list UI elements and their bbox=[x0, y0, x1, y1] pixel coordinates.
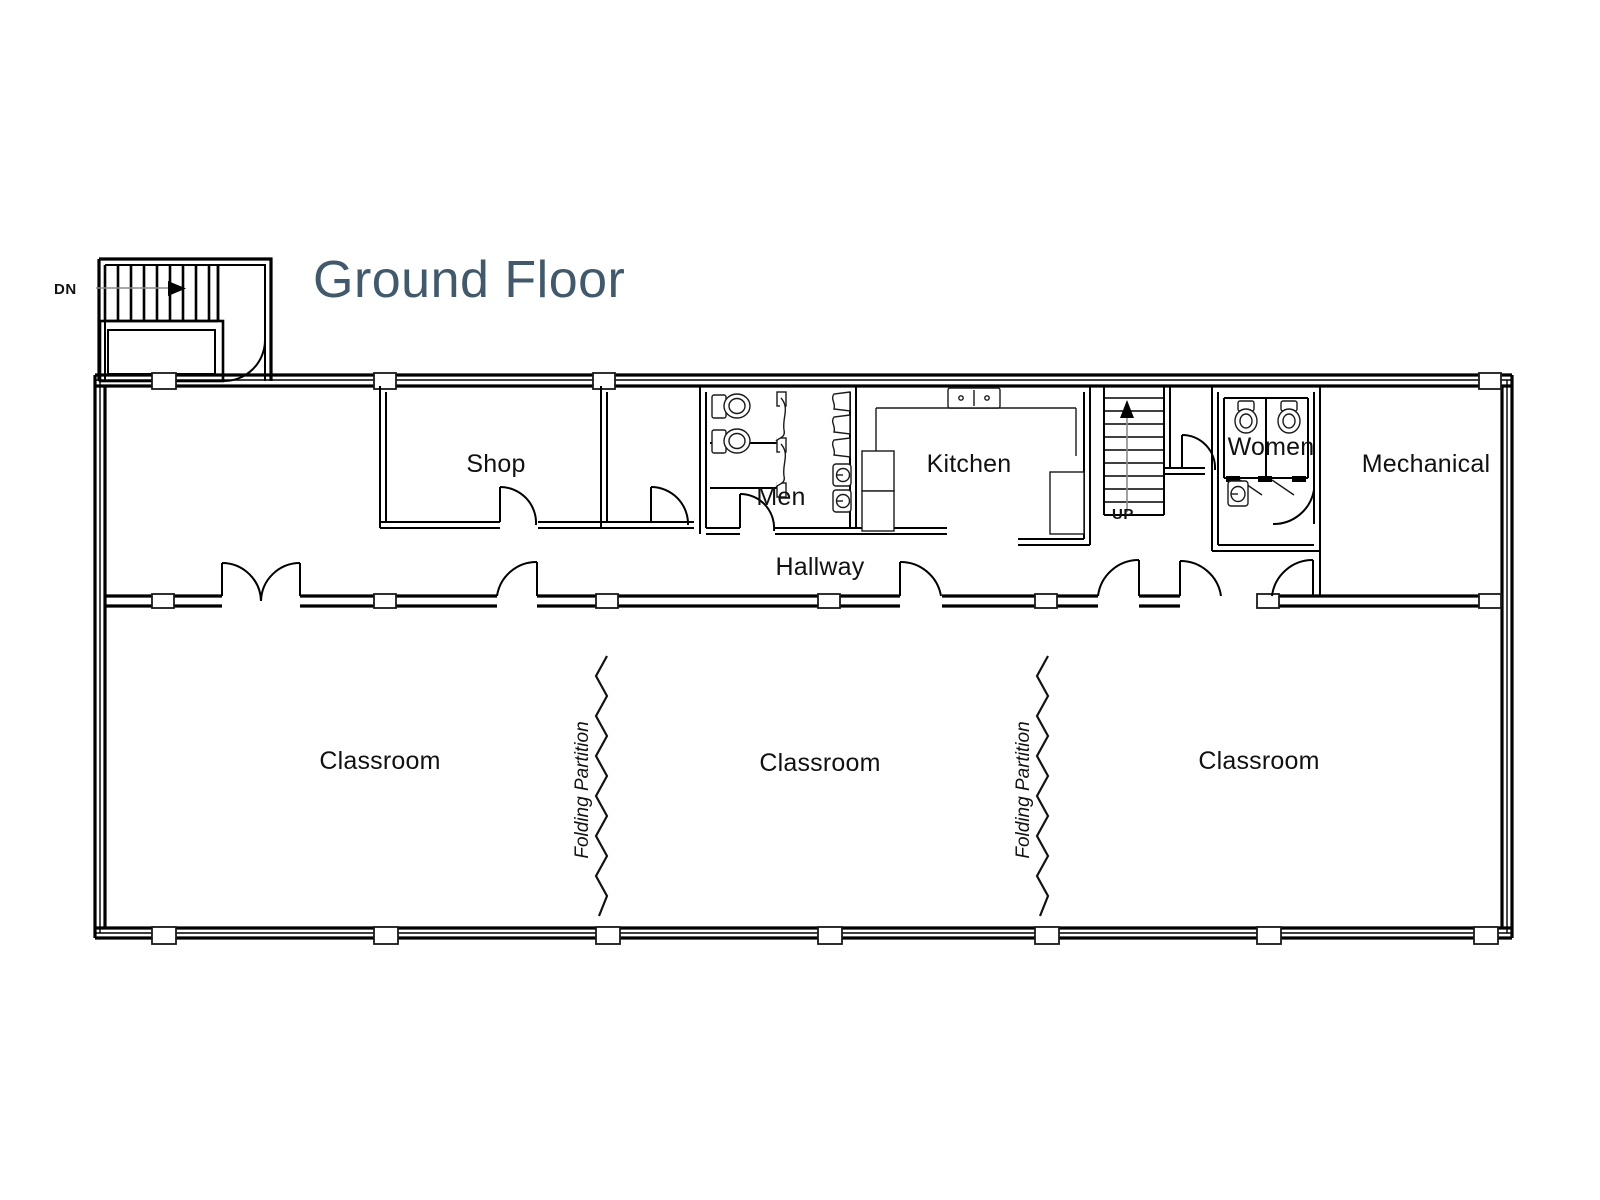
stair-up-label: UP bbox=[1112, 506, 1134, 523]
window-markers-top bbox=[373, 372, 1502, 390]
window-marker bbox=[1478, 372, 1502, 390]
exterior-wall-bottom bbox=[95, 926, 1512, 940]
window-marker bbox=[1473, 926, 1499, 945]
stair-door bbox=[223, 322, 266, 382]
door-men bbox=[739, 492, 776, 532]
door-shop bbox=[499, 485, 538, 526]
exterior-wall-left bbox=[93, 375, 107, 938]
door-classroom3 bbox=[1179, 559, 1222, 597]
room-shop-walls bbox=[379, 386, 608, 529]
wall-jamb bbox=[595, 593, 619, 609]
folding-partition-2 bbox=[1035, 655, 1050, 917]
room-women-walls bbox=[1211, 386, 1321, 552]
door-classroom2 bbox=[899, 560, 942, 597]
room-label-shop: Shop bbox=[466, 450, 525, 478]
door-women bbox=[1272, 489, 1315, 526]
folding-partition-label-1: Folding Partition bbox=[572, 721, 593, 858]
kitchen-sink bbox=[947, 387, 1001, 409]
page-title: Ground Floor bbox=[313, 251, 625, 309]
wall-jamb bbox=[373, 593, 397, 609]
exterior-wall-right bbox=[1500, 375, 1514, 938]
window-marker bbox=[373, 926, 399, 945]
exterior-wall-top bbox=[95, 373, 1512, 388]
room-label-classroom-2: Classroom bbox=[759, 749, 880, 777]
stair-down-enclosure bbox=[96, 257, 273, 383]
women-sink bbox=[1227, 480, 1249, 507]
wall-jamb bbox=[817, 593, 841, 609]
men-urinals-and-sinks bbox=[831, 386, 857, 528]
door-classroom1-double bbox=[221, 562, 301, 602]
wall-jamb bbox=[151, 593, 175, 609]
stair-down-label: DN bbox=[54, 281, 77, 298]
stair-up-enclosure bbox=[1164, 385, 1205, 475]
window-marker bbox=[151, 372, 177, 390]
room-label-women: Women bbox=[1228, 433, 1315, 461]
urinal-fixture bbox=[831, 414, 851, 435]
room-storage-walls bbox=[607, 521, 694, 529]
door-classroom3-right bbox=[1271, 558, 1314, 597]
window-marker bbox=[151, 926, 177, 945]
refrigerator bbox=[1049, 471, 1085, 535]
stair-down-landing bbox=[98, 319, 225, 383]
room-label-classroom-3: Classroom bbox=[1198, 747, 1319, 775]
room-label-mechanical: Mechanical bbox=[1362, 450, 1490, 478]
wall-jamb bbox=[1256, 593, 1280, 609]
room-men-walls bbox=[699, 386, 856, 535]
window-markers-bottom bbox=[151, 926, 1499, 945]
stair-down-arrow bbox=[96, 281, 186, 296]
hallway-wall-jambs bbox=[151, 593, 1502, 609]
door-storage bbox=[650, 486, 690, 526]
door-classroom1-single bbox=[496, 560, 538, 597]
toilet-fixture bbox=[711, 393, 751, 419]
stair-down-treads bbox=[103, 265, 220, 323]
window-marker bbox=[595, 926, 621, 945]
room-label-kitchen: Kitchen bbox=[927, 450, 1012, 478]
urinal-fixture bbox=[831, 391, 851, 412]
folding-partition-label-2: Folding Partition bbox=[1013, 721, 1034, 858]
urinal-fixture bbox=[831, 437, 851, 458]
kitchen-counters bbox=[861, 407, 1085, 535]
toilet-fixture bbox=[711, 428, 751, 454]
folding-partition-1 bbox=[594, 655, 609, 917]
women-toilet-fixtures bbox=[1234, 400, 1301, 434]
men-toilet-stalls bbox=[710, 391, 787, 498]
room-label-classroom-1: Classroom bbox=[319, 747, 440, 775]
toilet-fixture bbox=[1277, 400, 1301, 434]
window-marker bbox=[1256, 926, 1282, 945]
room-label-men: Men bbox=[756, 483, 805, 511]
stair-up-treads bbox=[1104, 397, 1164, 503]
window-marker bbox=[592, 372, 616, 390]
appliance bbox=[861, 490, 895, 532]
window-marker bbox=[817, 926, 843, 945]
wall-jamb bbox=[1034, 593, 1058, 609]
stair-up bbox=[1103, 386, 1165, 516]
door-hall-mid bbox=[1097, 558, 1140, 597]
toilet-fixture bbox=[1234, 400, 1258, 434]
door-stair-vestibule bbox=[1181, 433, 1217, 471]
appliance bbox=[861, 450, 895, 492]
hallway-south-wall bbox=[105, 594, 1502, 608]
wall-jamb bbox=[1478, 593, 1502, 609]
sink-fixture bbox=[832, 489, 852, 513]
window-marker bbox=[373, 372, 397, 390]
sink-fixture bbox=[832, 463, 852, 487]
window-marker bbox=[1034, 926, 1060, 945]
room-label-hallway: Hallway bbox=[776, 553, 865, 581]
